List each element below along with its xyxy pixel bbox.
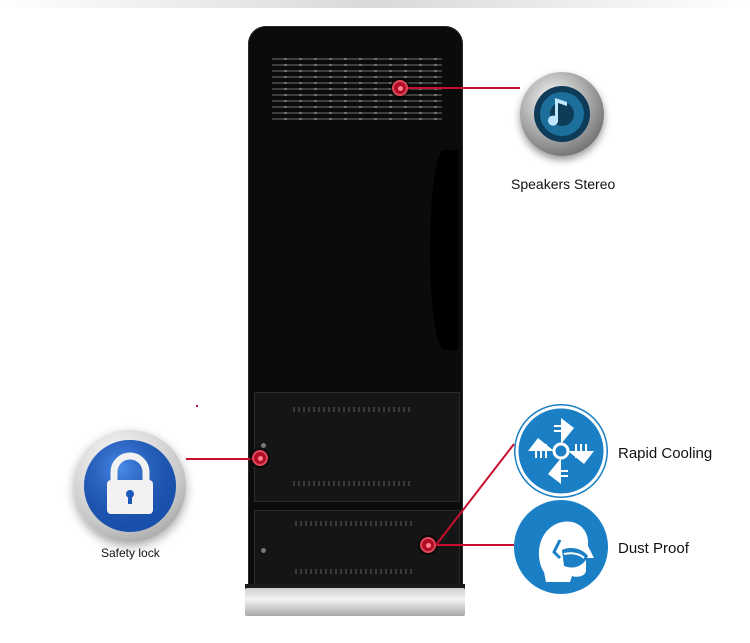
safety-lock-label: Safety lock [101,546,160,560]
lock-callout-dot [252,450,268,466]
rapid-cooling-label: Rapid Cooling [618,445,713,462]
speaker-callout-dot [392,80,408,96]
speaker-grille [272,58,442,120]
lower-keyhole [261,548,266,553]
speakers-label: Speakers Stereo [511,176,616,192]
lock-callout-line [186,458,254,460]
dust-mask-icon [514,500,608,594]
screen-reflection [430,150,458,350]
metal-base [245,588,465,616]
stray-mark [196,405,198,407]
vent-callout-dot [420,537,436,553]
fan-icon [514,404,608,498]
top-divider [0,0,750,8]
padlock-icon [74,430,186,542]
dust-proof-label: Dust Proof [618,540,689,557]
upper-access-panel [254,392,460,502]
speaker-icon [520,72,604,156]
speaker-callout-line [408,87,520,89]
lock-keyhole [261,443,266,448]
base-plinth [245,584,465,590]
